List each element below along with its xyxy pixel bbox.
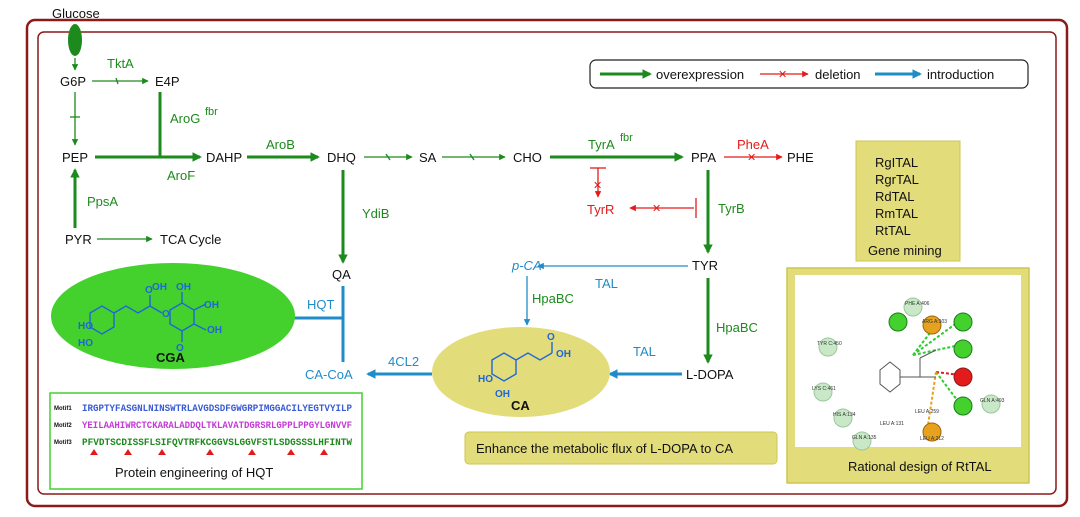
node-sa: SA — [419, 150, 437, 165]
svg-text:✕: ✕ — [652, 203, 661, 215]
svg-text:OH: OH — [204, 300, 219, 311]
enzyme-arog: AroG — [170, 111, 200, 126]
svg-text:HO: HO — [78, 338, 93, 349]
residue-leu259: LEU A:259 — [915, 409, 939, 415]
enzyme-tyra: TyrA — [588, 137, 615, 152]
node-phe: PHE — [787, 150, 814, 165]
enzyme-ppsa: PpsA — [87, 194, 118, 209]
svg-text:OH: OH — [556, 349, 571, 360]
svg-text:✕: ✕ — [593, 180, 602, 192]
enzyme-ydib: YdiB — [362, 206, 389, 221]
node-dahp: DAHP — [206, 150, 242, 165]
legend-introduction: introduction — [927, 67, 994, 82]
node-cacoa: CA-CoA — [305, 367, 353, 382]
enzyme-tkta: TktA — [107, 56, 134, 71]
node-tyrr: TyrR — [587, 202, 614, 217]
motif-2-label: Motif2 — [54, 423, 72, 429]
residue-arg: ARG A:303 — [922, 319, 947, 325]
node-pca: p-CA — [511, 258, 542, 273]
enzyme-hpabc-1: HpaBC — [532, 291, 574, 306]
ca-structure — [491, 342, 553, 382]
ca-label: CA — [511, 398, 530, 413]
svg-text:✕: ✕ — [778, 69, 787, 81]
protein-engineering-caption: Protein engineering of HQT — [115, 465, 273, 480]
svg-text:O: O — [547, 332, 555, 343]
node-glucose: Glucose — [52, 6, 100, 21]
flux-text: Enhance the metabolic flux of L-DOPA to … — [476, 441, 733, 456]
svg-text:OH: OH — [152, 282, 167, 293]
cell-outer-membrane — [25, 18, 1069, 508]
cga-product: HO HO O O OH OH OH OH O CGA — [51, 263, 295, 369]
motif-2-seq: YEILAAHIWRCTCKARALADDQLTKLAVATDGRSRLGPPL… — [82, 421, 352, 432]
enzyme-tyrb: TyrB — [718, 201, 745, 216]
residue-lys: LYS C:461 — [812, 386, 836, 392]
node-e4p: E4P — [155, 74, 180, 89]
residue-gln493: GLN A:493 — [980, 398, 1005, 404]
legend: overexpression ✕ deletion introduction — [589, 59, 1029, 89]
enzyme-arof: AroF — [167, 168, 195, 183]
ca-product: HO OH O OH CA — [432, 327, 610, 417]
node-g6p: G6P — [60, 74, 86, 89]
residue-leu131: LEU A:131 — [880, 421, 904, 427]
gene-mining-caption: Gene mining — [868, 243, 942, 258]
node-tyr: TYR — [692, 258, 718, 273]
enzyme-tal-2: TAL — [633, 344, 656, 359]
gene-1: RgITAL — [875, 155, 918, 170]
protein-engineering-box: Motif1 Motif2 Motif3 IRGPTYFASGNLNINSWTR… — [49, 392, 363, 490]
node-ppa: PPA — [691, 150, 716, 165]
gene-4: RmTAL — [875, 206, 918, 221]
mutation-markers — [90, 449, 328, 455]
svg-text:O: O — [162, 309, 170, 320]
residue-gln: GLN A:135 — [852, 435, 877, 441]
enzyme-tal-1: TAL — [595, 276, 618, 291]
svg-text:HO: HO — [78, 321, 93, 332]
motif-3-label: Motif3 — [54, 440, 72, 446]
node-pyr: PYR — [65, 232, 92, 247]
residue-his: HIS A:134 — [833, 412, 856, 418]
residue-leu212: LEU A:212 — [920, 436, 944, 442]
enzyme-arob: AroB — [266, 137, 295, 152]
enzyme-4cl2: 4CL2 — [388, 354, 419, 369]
residue-tyr: TYR C:450 — [817, 341, 842, 347]
svg-text:OH: OH — [207, 325, 222, 336]
node-dhq: DHQ — [327, 150, 356, 165]
gene-5: RtTAL — [875, 223, 911, 238]
svg-text:✕: ✕ — [747, 152, 756, 164]
enzyme-hpabc-2: HpaBC — [716, 320, 758, 335]
svg-text:HO: HO — [478, 374, 493, 385]
legend-deletion: deletion — [815, 67, 861, 82]
enzyme-tyra-sup: fbr — [620, 132, 633, 144]
legend-overexpression: overexpression — [656, 67, 744, 82]
node-cho: CHO — [513, 150, 542, 165]
enzyme-arog-sup: fbr — [205, 106, 218, 118]
gene-mining-box: RgITAL RgrTAL RdTAL RmTAL RtTAL Gene min… — [855, 140, 961, 262]
node-ldopa: L-DOPA — [686, 367, 734, 382]
node-qa: QA — [332, 267, 351, 282]
gene-2: RgrTAL — [875, 172, 919, 187]
svg-text:O: O — [176, 343, 184, 354]
motif-1-label: Motif1 — [54, 406, 72, 412]
svg-text:OH: OH — [495, 389, 510, 400]
cga-label: CGA — [156, 350, 186, 365]
glucose-transporter — [68, 24, 82, 56]
svg-text:OH: OH — [176, 282, 191, 293]
node-pep: PEP — [62, 150, 88, 165]
motif-3-seq: PFVDTSCDISSFLSIFQVTRFKCGGVSLGGVFSTLSDGSS… — [82, 438, 352, 449]
enzyme-hqt: HQT — [307, 297, 335, 312]
gene-3: RdTAL — [875, 189, 915, 204]
svg-text:O: O — [145, 285, 153, 296]
flux-box: Enhance the metabolic flux of L-DOPA to … — [464, 431, 778, 465]
cell-inner-membrane — [37, 31, 1057, 495]
cga-structure — [89, 292, 207, 342]
residue-phe: PHE A:406 — [905, 301, 930, 307]
rational-design-box: PHE A:406 TYR C:450 LYS C:461 HIS A:134 … — [786, 267, 1030, 484]
node-tca: TCA Cycle — [160, 232, 221, 247]
rational-design-caption: Rational design of RtTAL — [848, 459, 992, 474]
enzyme-phea: PheA — [737, 137, 769, 152]
motif-1-seq: IRGPTYFASGNLNINSWTRLAVGDSDFGWGRPIMGGACIL… — [82, 404, 352, 415]
